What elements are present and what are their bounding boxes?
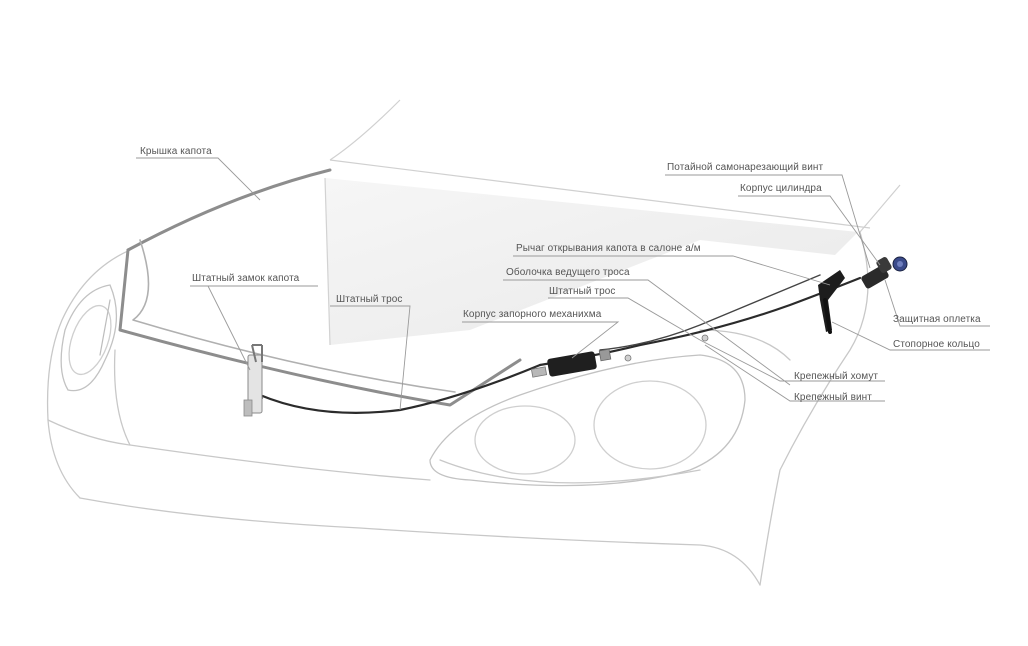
hood-lock-part <box>243 344 263 417</box>
label-retaining-ring: Стопорное кольцо <box>893 339 980 350</box>
label-mounting-clamp: Крепежный хомут <box>794 371 879 382</box>
label-cylinder-body: Корпус цилиндра <box>740 183 822 194</box>
lever-and-cylinder <box>818 256 908 334</box>
label-hood: Крышка капота <box>140 146 212 157</box>
car-body-outline <box>46 231 869 586</box>
label-protective-braid: Защитная оплетка <box>893 314 981 325</box>
windshield <box>324 99 901 346</box>
label-stock-cable-right: Штатный трос <box>549 286 616 297</box>
label-lever: Рычаг открывания капота в салоне а/м <box>516 243 701 254</box>
label-lock-housing: Корпус запорного механихма <box>463 309 602 320</box>
lock-mechanism-housing <box>530 334 709 378</box>
label-mounting-screw: Крепежный винт <box>794 392 872 403</box>
label-hood-lock: Штатный замок капота <box>192 273 300 284</box>
leader-lines <box>136 157 990 411</box>
hood-edge <box>99 168 522 407</box>
label-stock-cable-left: Штатный трос <box>336 294 403 305</box>
label-drive-cable-sheath: Оболочка ведущего троса <box>506 267 630 278</box>
label-hidden-screw: Потайной самонарезающий винт <box>667 162 824 173</box>
